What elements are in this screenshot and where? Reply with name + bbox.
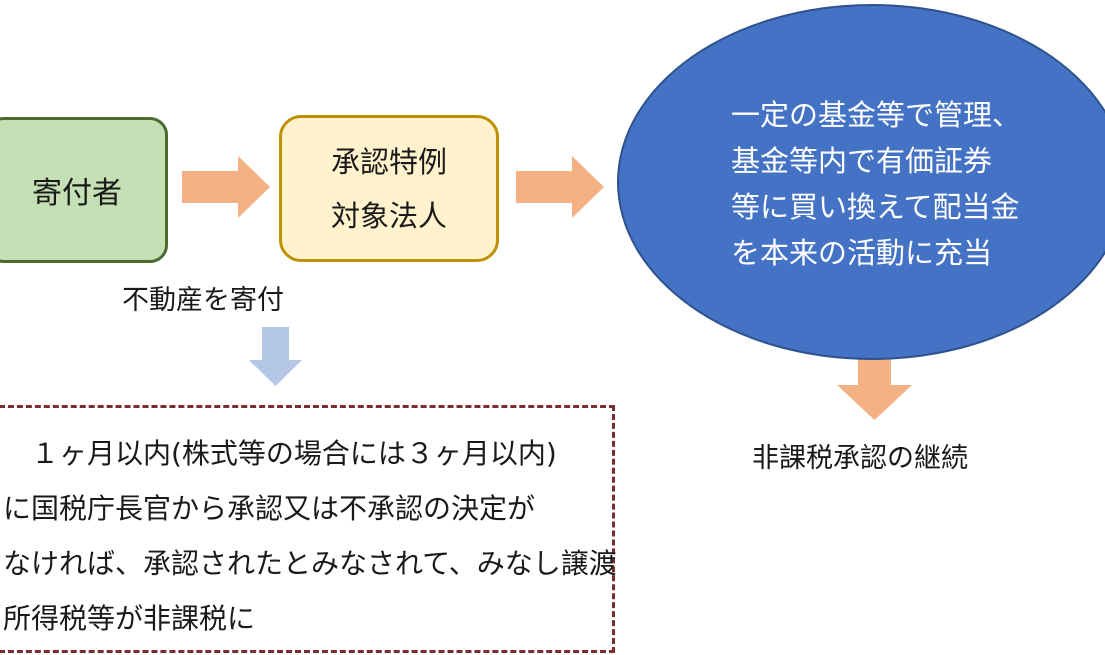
management-line: を本来の活動に充当 <box>731 236 993 270</box>
arrow-down-to-note <box>249 327 302 386</box>
arrow-corp-to-management <box>516 156 604 218</box>
note-line: 所得税等が非課税に <box>3 602 256 635</box>
note-line: １ヶ月以内(株式等の場合には３ヶ月以内) <box>31 437 557 470</box>
continue-exemption-label: 非課税承認の継続 <box>752 443 968 474</box>
management-line: 一定の基金等で管理、 <box>731 98 1022 132</box>
management-line: 等に買い換えて配当金 <box>731 190 1020 224</box>
donor-label: 寄付者 <box>32 176 122 211</box>
note-line: なければ、承認されたとみなされて、みなし譲渡 <box>3 547 617 580</box>
corp-label-line1: 承認特例 <box>330 144 447 179</box>
arrow-donor-to-corp <box>182 156 270 218</box>
corp-label-line2: 対象法人 <box>330 198 447 233</box>
management-line: 基金等内で有価証券 <box>731 144 993 178</box>
note-line: に国税庁長官から承認又は不承認の決定が <box>3 492 536 525</box>
approved-corporation-box: 承認特例 対象法人 <box>279 115 499 262</box>
donor-box: 寄付者 <box>0 117 168 263</box>
fund-management-ellipse: 一定の基金等で管理、 基金等内で有価証券 等に買い換えて配当金 を本来の活動に充… <box>617 4 1105 360</box>
donate-real-estate-label: 不動産を寄付 <box>122 285 284 316</box>
approval-deadline-note: １ヶ月以内(株式等の場合には３ヶ月以内) に国税庁長官から承認又は不承認の決定が… <box>0 405 617 653</box>
